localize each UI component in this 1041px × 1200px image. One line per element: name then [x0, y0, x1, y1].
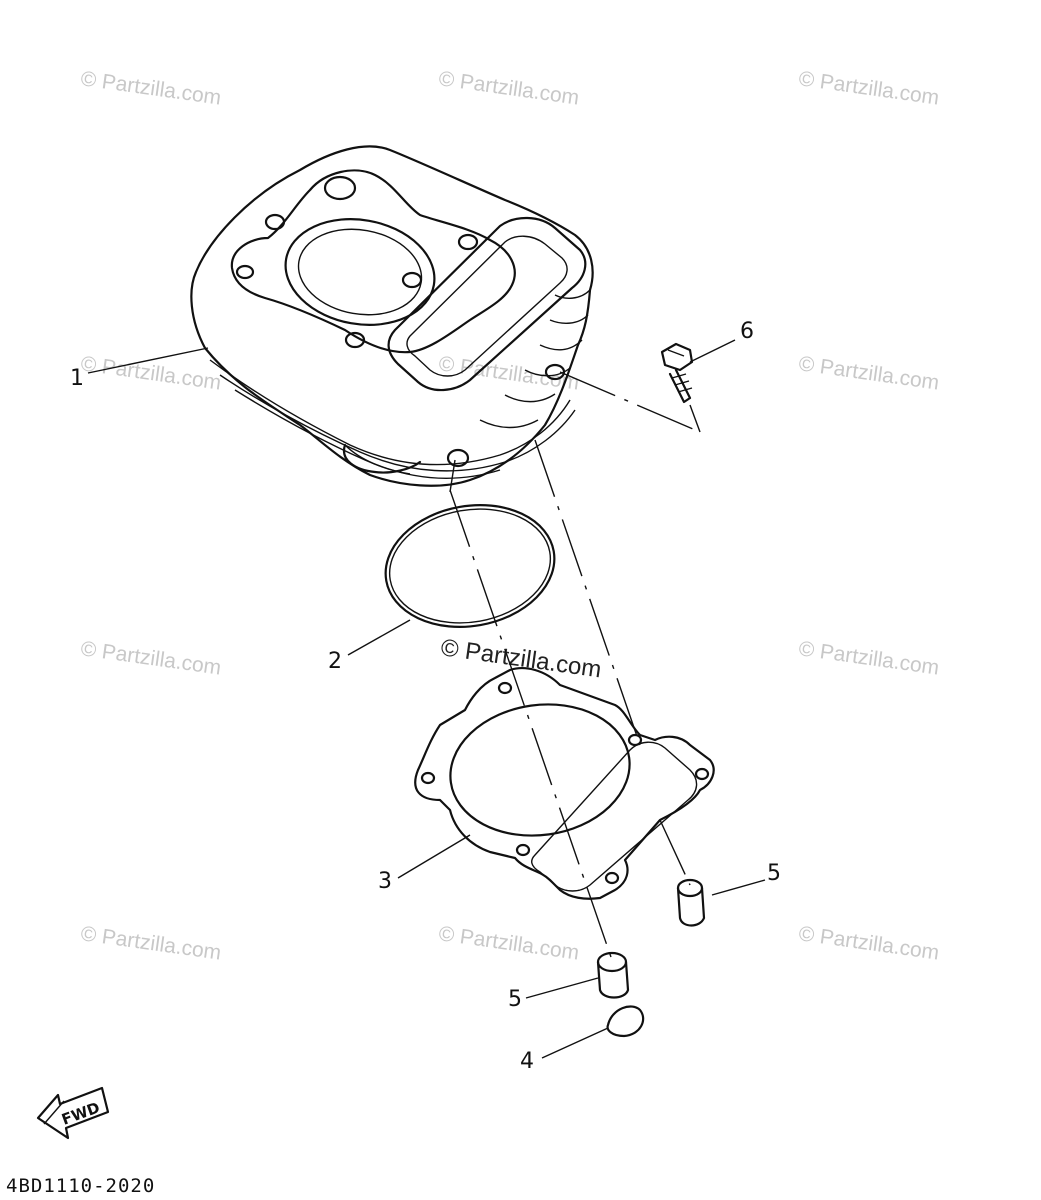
- callout-4[interactable]: 4: [520, 1049, 534, 1074]
- callouts: 1 2 3 4 5 5 6: [70, 319, 781, 1074]
- part-bolt[interactable]: [660, 342, 694, 404]
- watermark: © Partzilla.com: [437, 922, 580, 964]
- part-dowel-pin-right[interactable]: [676, 878, 706, 927]
- diagram-code: 4BD1110-2020: [6, 1175, 155, 1197]
- part-plug[interactable]: [606, 1005, 645, 1038]
- callout-5-right[interactable]: 5: [767, 861, 781, 886]
- alignment-lines: [449, 371, 701, 961]
- watermark: © Partzilla.com: [79, 352, 222, 394]
- fwd-arrow-icon: FWD: [36, 1086, 110, 1140]
- watermark: © Partzilla.com: [797, 922, 940, 964]
- callout-5-left[interactable]: 5: [508, 987, 522, 1012]
- watermark: © Partzilla.com: [437, 67, 580, 109]
- watermark: © Partzilla.com: [79, 922, 222, 964]
- callout-3[interactable]: 3: [378, 869, 392, 894]
- part-dowel-pin-left[interactable]: [596, 951, 630, 999]
- watermark: © Partzilla.com: [79, 67, 222, 109]
- part-gasket[interactable]: [414, 667, 715, 900]
- watermark: © Partzilla.com: [797, 67, 940, 109]
- callout-6[interactable]: 6: [740, 319, 754, 344]
- callout-2[interactable]: 2: [328, 649, 342, 674]
- callout-1[interactable]: 1: [70, 366, 84, 391]
- leader-lines: [87, 339, 766, 1059]
- part-cylinder[interactable]: [190, 145, 594, 487]
- watermark: © Partzilla.com: [797, 352, 940, 394]
- watermark-center: © Partzilla.com: [439, 634, 603, 683]
- part-o-ring[interactable]: [376, 492, 564, 640]
- watermark: © Partzilla.com: [79, 637, 222, 679]
- watermark: © Partzilla.com: [797, 637, 940, 679]
